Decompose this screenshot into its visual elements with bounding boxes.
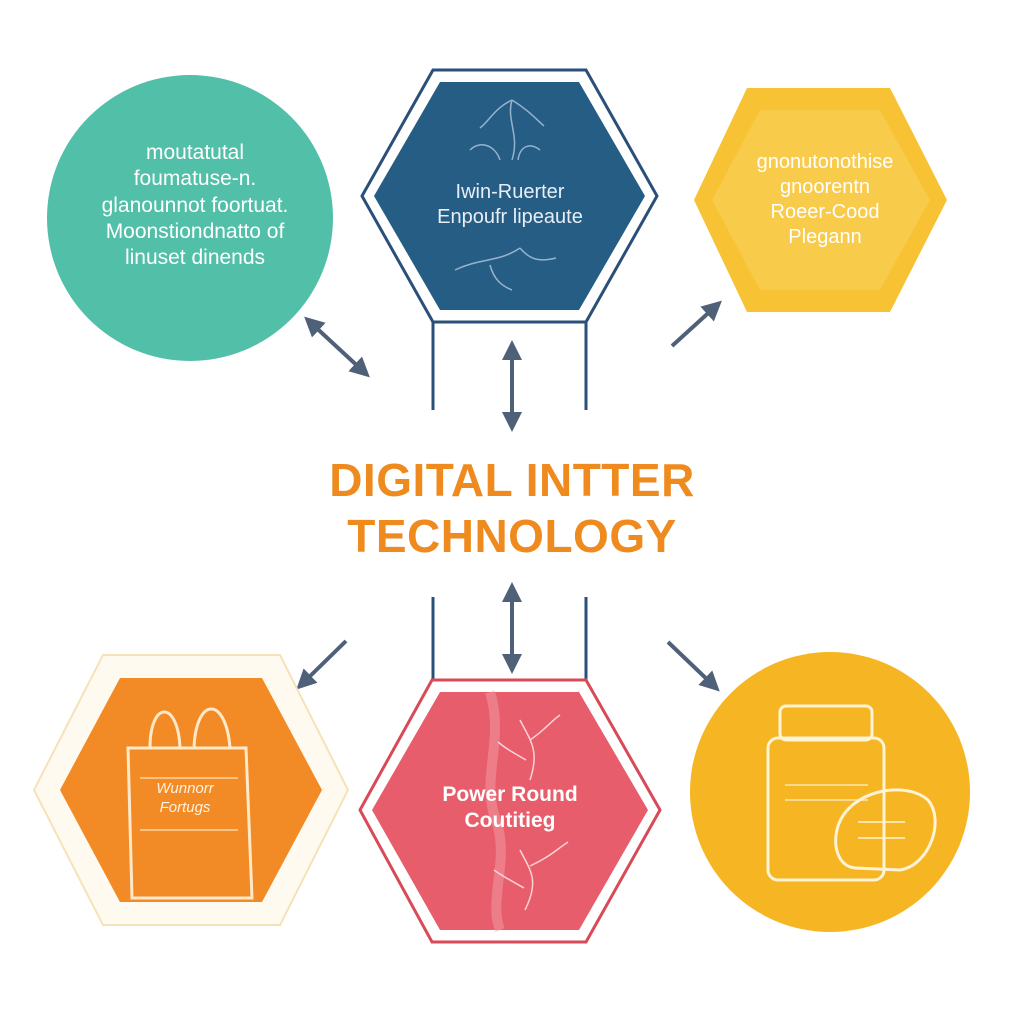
bag-line-2: Fortugs bbox=[159, 798, 211, 816]
navy-hexagon-node bbox=[360, 68, 659, 324]
center-title: DIGITAL INTTER TECHNOLOGY bbox=[262, 452, 762, 564]
double-arrow-teal bbox=[304, 316, 370, 378]
teal-line-3: glanounnot foortuat. bbox=[101, 193, 289, 217]
arrow-to-yellow bbox=[670, 300, 722, 348]
orange-hexagon-node bbox=[32, 654, 350, 926]
teal-line-4: Moonstiondnatto of bbox=[105, 219, 285, 243]
bag-line-1: Wunnorr bbox=[156, 780, 214, 797]
connector-lines bbox=[431, 322, 588, 680]
pink-line-2: Coutitieg bbox=[464, 809, 556, 833]
pink-node-text: Power Round Coutitieg bbox=[410, 782, 610, 835]
bag-label-text: Wunnorr Fortugs bbox=[125, 780, 245, 818]
teal-circle-node bbox=[47, 75, 333, 361]
jar-and-bread-icon bbox=[766, 704, 937, 882]
arrow-to-orange bbox=[296, 639, 348, 690]
botanical-sketch-icon bbox=[454, 99, 557, 291]
arrow-to-gold bbox=[666, 640, 720, 692]
gold-circle-node bbox=[690, 652, 970, 932]
teal-line-2: foumatuse-n. bbox=[133, 167, 257, 191]
pink-line-1: Power Round bbox=[442, 783, 578, 806]
yellow-line-4: Plegann bbox=[788, 226, 862, 248]
pink-hexagon-node bbox=[358, 678, 662, 944]
teal-node-text: moutatutal foumatuse-n. glanounnot foort… bbox=[60, 140, 330, 271]
yellow-line-3: Roeer-Cood bbox=[770, 201, 880, 223]
navy-line-1: Iwin-Ruerter bbox=[455, 181, 565, 203]
title-line-2: TECHNOLOGY bbox=[347, 510, 677, 563]
teal-line-5: linuset dinends bbox=[124, 246, 266, 269]
botanical-sketch-icon bbox=[493, 714, 569, 911]
yellow-hexagon-node bbox=[694, 88, 947, 312]
yellow-line-2: gnoorentn bbox=[779, 176, 871, 198]
title-line-1: DIGITAL INTTER bbox=[329, 454, 695, 506]
shopping-bag-icon bbox=[126, 707, 254, 900]
yellow-line-1: gnonutonothise bbox=[756, 151, 894, 173]
navy-line-2: Enpoufr lipeaute bbox=[437, 206, 583, 228]
arrows bbox=[296, 300, 722, 692]
navy-node-text: Iwin-Ruerter Enpoufr lipeaute bbox=[395, 180, 625, 230]
teal-line-1: moutatutal bbox=[145, 141, 245, 164]
yellow-node-text: gnonutonothise gnoorentn Roeer-Cood Pleg… bbox=[725, 150, 925, 250]
